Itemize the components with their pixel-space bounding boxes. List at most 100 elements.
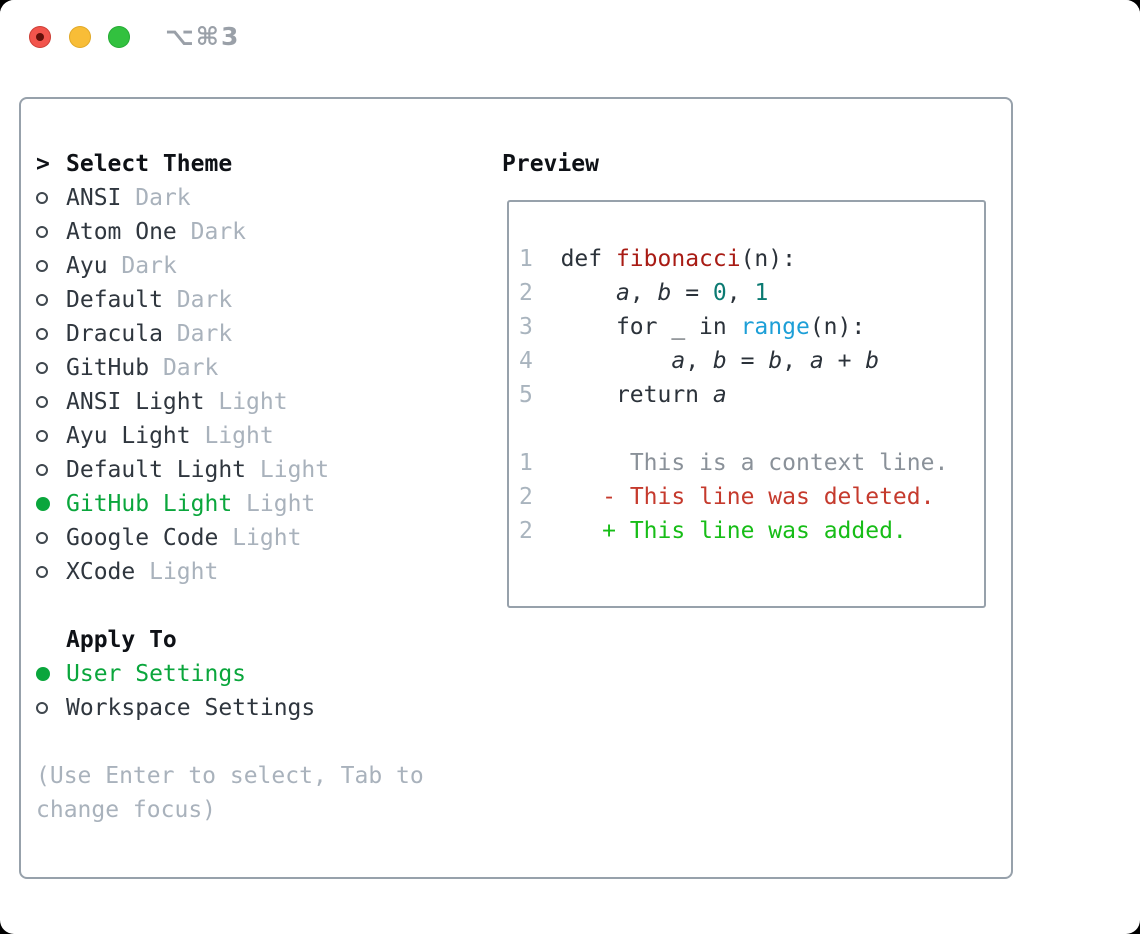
preview-title: Preview — [502, 151, 599, 177]
theme-option-label: Ayu Light Light — [66, 423, 274, 449]
code-token: 0 — [712, 280, 727, 306]
apply-option-label: User Settings — [66, 661, 246, 687]
theme-name: GitHub — [66, 355, 150, 381]
zoom-button[interactable] — [108, 26, 130, 48]
code-token: = — [726, 348, 769, 374]
theme-name: ANSI — [66, 185, 122, 211]
help-text-line: change focus) — [36, 797, 217, 823]
line-number: 5 — [519, 382, 533, 408]
radio-selected-icon — [36, 667, 66, 681]
theme-name: Google Code — [66, 525, 219, 551]
code-token: (n): — [809, 314, 866, 340]
blank-line — [519, 412, 984, 446]
code-token: (n): — [740, 246, 796, 272]
code-token: range — [740, 314, 810, 340]
line-number: 1 — [519, 246, 533, 272]
theme-name: ANSI Light — [66, 389, 205, 415]
spacer — [21, 589, 501, 623]
theme-name: Default — [66, 287, 163, 313]
code-token — [561, 348, 672, 374]
diff-text: This line was deleted. — [629, 484, 935, 510]
theme-select-header: > Select Theme — [21, 147, 501, 181]
radio-unselected-icon — [36, 192, 66, 204]
theme-variant: Light — [246, 491, 316, 517]
radio-unselected-icon — [36, 464, 66, 476]
diff-text: This line was added. — [629, 518, 907, 544]
apply-option-name: Workspace Settings — [66, 695, 316, 721]
theme-variant: Dark — [121, 253, 177, 279]
theme-variant: Dark — [190, 219, 247, 245]
radio-unselected-icon — [36, 532, 66, 544]
theme-option-github[interactable]: GitHub Dark — [21, 351, 501, 385]
theme-option-dracula[interactable]: Dracula Dark — [21, 317, 501, 351]
code-token: b — [768, 348, 783, 374]
help-text: (Use Enter to select, Tab to change focus… — [21, 759, 501, 827]
theme-option-label: ANSI Dark — [66, 185, 191, 211]
theme-option-label: GitHub Dark — [66, 355, 218, 381]
theme-option-ansi-light[interactable]: ANSI Light Light — [21, 385, 501, 419]
diff-plus-icon: + — [602, 518, 616, 544]
radio-unselected-icon — [36, 226, 66, 238]
theme-option-ayu-light[interactable]: Ayu Light Light — [21, 419, 501, 453]
theme-variant: Light — [232, 525, 302, 551]
code-token: a — [712, 382, 727, 408]
code-token: a — [671, 348, 686, 374]
theme-variant: Light — [218, 389, 288, 415]
theme-option-atom-one[interactable]: Atom One Dark — [21, 215, 501, 249]
theme-option-xcode[interactable]: XCode Light — [21, 555, 501, 589]
minimize-button[interactable] — [69, 26, 91, 48]
theme-option-label: Atom One Dark — [66, 219, 246, 245]
code-token: + — [823, 348, 866, 374]
line-number: 3 — [519, 314, 533, 340]
theme-variant: Dark — [176, 321, 233, 347]
theme-name: XCode — [66, 559, 136, 585]
code-line: 5 return a — [519, 378, 984, 412]
radio-unselected-icon — [36, 702, 66, 714]
apply-to-title: Apply To — [66, 627, 177, 653]
theme-option-default[interactable]: Default Dark — [21, 283, 501, 317]
code-token: , — [726, 280, 755, 306]
theme-option-github-light[interactable]: GitHub Light Light — [21, 487, 501, 521]
theme-option-label: Dracula Dark — [66, 321, 232, 347]
line-number: 2 — [519, 518, 533, 544]
help-text-line: (Use Enter to select, Tab to — [36, 763, 424, 789]
radio-unselected-icon — [36, 328, 66, 340]
theme-option-label: Ayu Dark — [66, 253, 177, 279]
diff-space-marker — [602, 450, 616, 476]
theme-option-ansi[interactable]: ANSI Dark — [21, 181, 501, 215]
radio-unselected-icon — [36, 362, 66, 374]
theme-option-default-light[interactable]: Default Light Light — [21, 453, 501, 487]
diff-line-deleted: 2 - This line was deleted. — [519, 480, 984, 514]
theme-select-title: Select Theme — [66, 151, 233, 177]
theme-name: Ayu — [66, 253, 108, 279]
apply-option-workspace-settings[interactable]: Workspace Settings — [21, 691, 501, 725]
theme-option-ayu[interactable]: Ayu Dark — [21, 249, 501, 283]
code-token: , — [685, 348, 713, 374]
spacer — [21, 725, 501, 759]
theme-name: Atom One — [66, 219, 177, 245]
window-title: ⌥⌘3 — [165, 22, 241, 51]
theme-option-label: XCode Light — [66, 559, 218, 585]
code-token: fibonacci — [615, 246, 741, 272]
theme-option-google-code[interactable]: Google Code Light — [21, 521, 501, 555]
titlebar: ⌥⌘3 — [0, 0, 1140, 97]
radio-unselected-icon — [36, 396, 66, 408]
close-button[interactable] — [29, 26, 51, 48]
theme-variant: Dark — [135, 185, 191, 211]
code-line: 1 def fibonacci(n): — [519, 242, 984, 276]
theme-variant: Light — [259, 457, 330, 483]
code-token: a — [809, 348, 824, 374]
code-token: b — [712, 348, 727, 374]
diff-minus-icon: - — [602, 484, 616, 510]
code-token: for _ in — [560, 314, 741, 340]
code-token: 1 — [754, 280, 769, 306]
code-line: 4 a, b = b, a + b — [519, 344, 984, 378]
theme-option-label: ANSI Light Light — [66, 389, 288, 415]
code-token: def — [560, 246, 616, 272]
apply-option-user-settings[interactable]: User Settings — [21, 657, 501, 691]
